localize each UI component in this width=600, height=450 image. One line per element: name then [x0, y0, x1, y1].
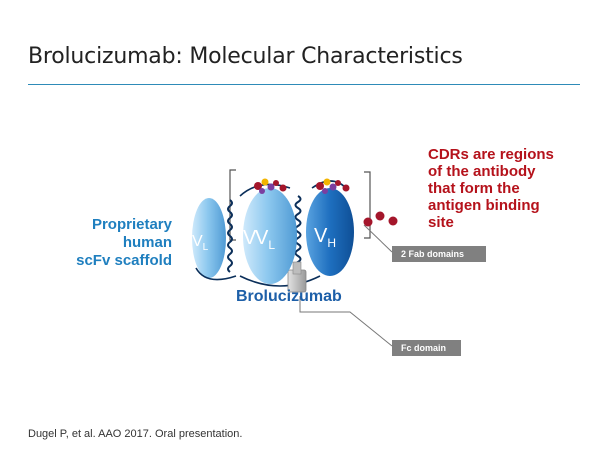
vl-domain-back [192, 198, 226, 278]
antigen-dot [375, 211, 385, 221]
vh-label: VH [314, 225, 336, 250]
vl-front-label: VL [255, 227, 275, 252]
fc-domain-tag: Fc domain [392, 340, 461, 356]
cdr-note: CDRs are regions of the antibody that fo… [428, 146, 554, 231]
fab-bracket-right [364, 171, 371, 239]
cdr-loops-right [316, 178, 350, 194]
v-partial-label: V [243, 227, 257, 249]
vl-domain-front [243, 188, 297, 284]
linker-coil-left [227, 199, 233, 273]
slide-title: Brolucizumab: Molecular Characteristics [28, 44, 463, 69]
linker-loop-bottom [195, 267, 321, 287]
antigen-dot [388, 216, 398, 226]
linker-coil-center [294, 195, 302, 275]
vl-back-label: VL [192, 233, 209, 253]
antigen-dot [363, 217, 373, 227]
fab-leader-line [363, 224, 393, 253]
vh-domain [306, 188, 354, 276]
molecule-name: Brolucizumab [236, 288, 342, 305]
fc-leader-line [299, 296, 393, 347]
footnote: Dugel P, et al. AAO 2017. Oral presentat… [28, 428, 243, 440]
fab-domains-tag: 2 Fab domains [392, 246, 486, 262]
title-underline [28, 84, 580, 85]
cdr-loops-left [254, 178, 287, 194]
scaffold-label: Proprietary human scFv scaffold [76, 216, 172, 269]
